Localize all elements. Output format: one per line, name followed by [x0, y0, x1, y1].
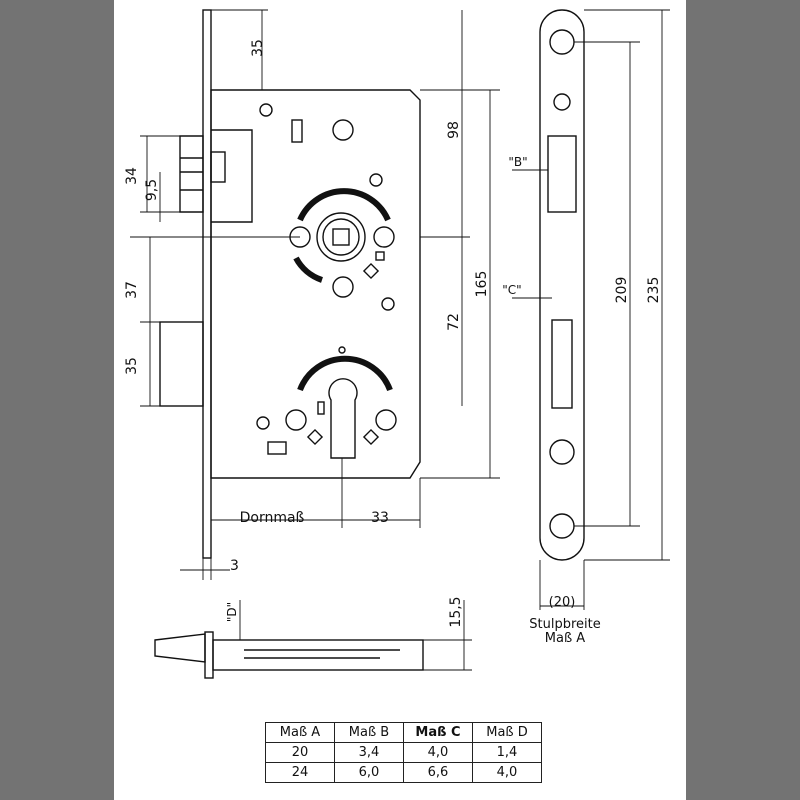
dim-dornmass: Dornmaß [240, 510, 305, 526]
faceplate-front [539, 9, 585, 561]
dim-72: 72 [446, 313, 462, 331]
bolt-opening [551, 319, 573, 409]
table-cell: 6,0 [334, 762, 404, 783]
ref-d: "D" [225, 602, 239, 622]
dim-9-5: 9,5 [144, 179, 160, 201]
table-cell: 1,4 [472, 742, 542, 763]
lock-body [210, 89, 421, 479]
table-cell: 4,0 [472, 762, 542, 783]
table-header: Maß C [403, 722, 473, 743]
front-plate [202, 9, 212, 559]
dim-35-top: 35 [250, 39, 266, 57]
latch-housing [211, 129, 253, 223]
section-latch [154, 633, 206, 663]
dim-235: 235 [646, 277, 662, 304]
dim-165: 165 [474, 271, 490, 298]
table-cell: 3,4 [334, 742, 404, 763]
dim-3: 3 [230, 558, 239, 574]
ref-c: "C" [502, 283, 521, 297]
follower-hub [316, 212, 366, 262]
table-header-row: Maß A Maß B Maß C Maß D [265, 722, 542, 743]
table-header: Maß A [265, 722, 335, 743]
dimension-table: Maß A Maß B Maß C Maß D 20 3,4 4,0 1,4 2… [265, 722, 542, 783]
dim-209: 209 [614, 277, 630, 304]
section-front-plate [204, 631, 214, 679]
dim-34: 34 [124, 167, 140, 185]
table-cell: 6,6 [403, 762, 473, 783]
table-header: Maß B [334, 722, 404, 743]
cylinder-cutout [328, 378, 358, 459]
drawing-sheet: 35 98 34 9,5 37 35 165 72 209 235 Dornma… [114, 0, 686, 800]
table-row: 20 3,4 4,0 1,4 [265, 742, 542, 763]
mortise-lock-drawing: 35 98 34 9,5 37 35 165 72 209 235 Dornma… [124, 9, 670, 679]
table-cell: 24 [265, 762, 335, 783]
table-cell: 4,0 [403, 742, 473, 763]
faceplate-label-line2: Maß A [545, 631, 586, 646]
table-header: Maß D [472, 722, 542, 743]
table-cell: 20 [265, 742, 335, 763]
dead-bolt [159, 321, 204, 407]
dim-35-latch: 35 [124, 357, 140, 375]
dim-15-5: 15,5 [448, 596, 464, 627]
dim-98: 98 [446, 121, 462, 139]
latch-bolt [179, 135, 204, 213]
dim-33: 33 [371, 510, 389, 526]
dim-20: (20) [549, 595, 576, 610]
latch-opening [547, 135, 577, 213]
dim-37: 37 [124, 281, 140, 299]
faceplate-label-line1: Stulpbreite [529, 617, 600, 632]
table-row: 24 6,0 6,6 4,0 [265, 762, 542, 783]
section-body [212, 639, 424, 671]
ref-b: "B" [508, 155, 527, 169]
